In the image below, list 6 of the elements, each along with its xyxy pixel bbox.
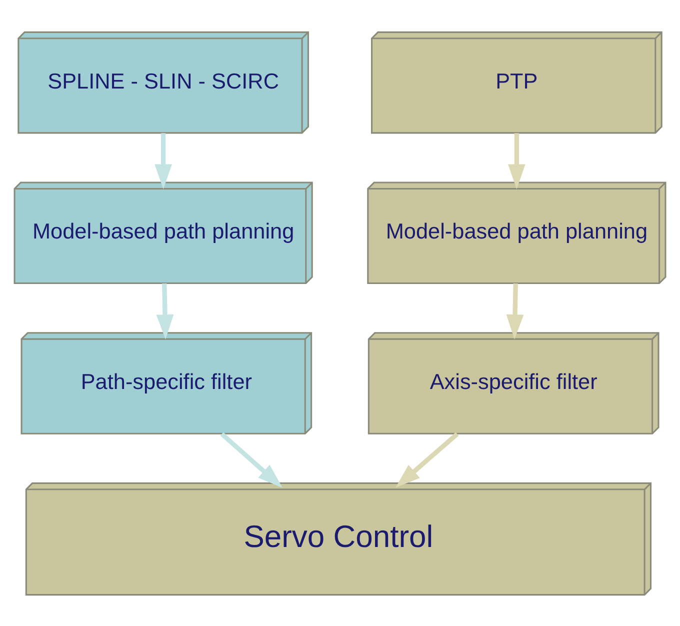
arrow (156, 282, 174, 339)
arrow (506, 282, 524, 339)
arrow (154, 132, 172, 189)
arrow (508, 132, 526, 189)
arrow (395, 432, 459, 488)
arrow (220, 432, 282, 488)
